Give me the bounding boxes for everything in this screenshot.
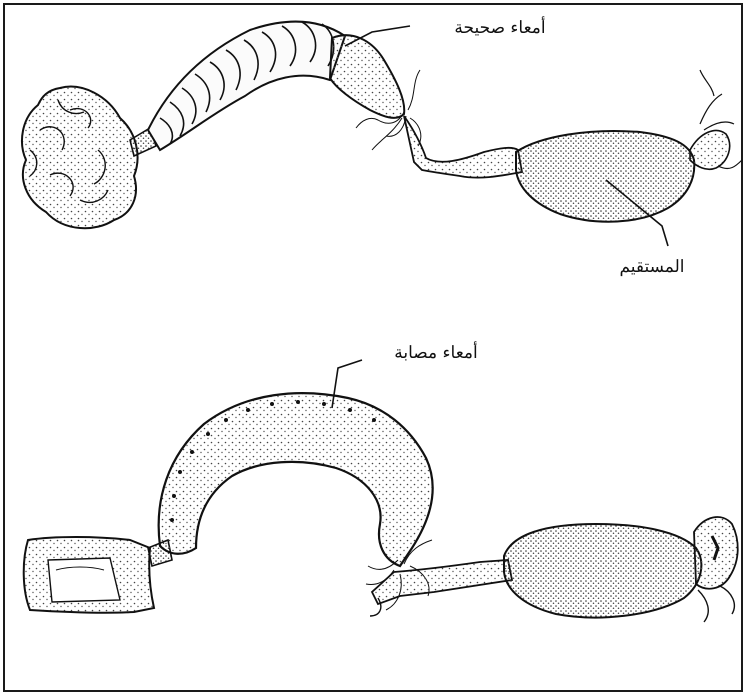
rectum-label: المستقيم: [619, 257, 684, 277]
infected-rectum: [504, 524, 701, 617]
infected-small-intestine: [372, 560, 512, 604]
healthy-small-intestine: [404, 116, 522, 178]
healthy-crop: [22, 87, 138, 229]
healthy-tip: [690, 131, 730, 170]
healthy-midgut-end: [330, 35, 404, 118]
label-healthy-intestine: أمعاء صحيحة: [345, 16, 546, 46]
infected-tract: [24, 393, 738, 622]
label-infected-intestine: أمعاء مصابة: [332, 341, 478, 408]
infected-intestine-label: أمعاء مصابة: [394, 341, 477, 363]
healthy-rectum: [516, 131, 694, 222]
healthy-tract: [22, 22, 742, 229]
infected-midgut: [159, 393, 433, 566]
healthy-intestine-label: أمعاء صحيحة: [454, 16, 545, 38]
